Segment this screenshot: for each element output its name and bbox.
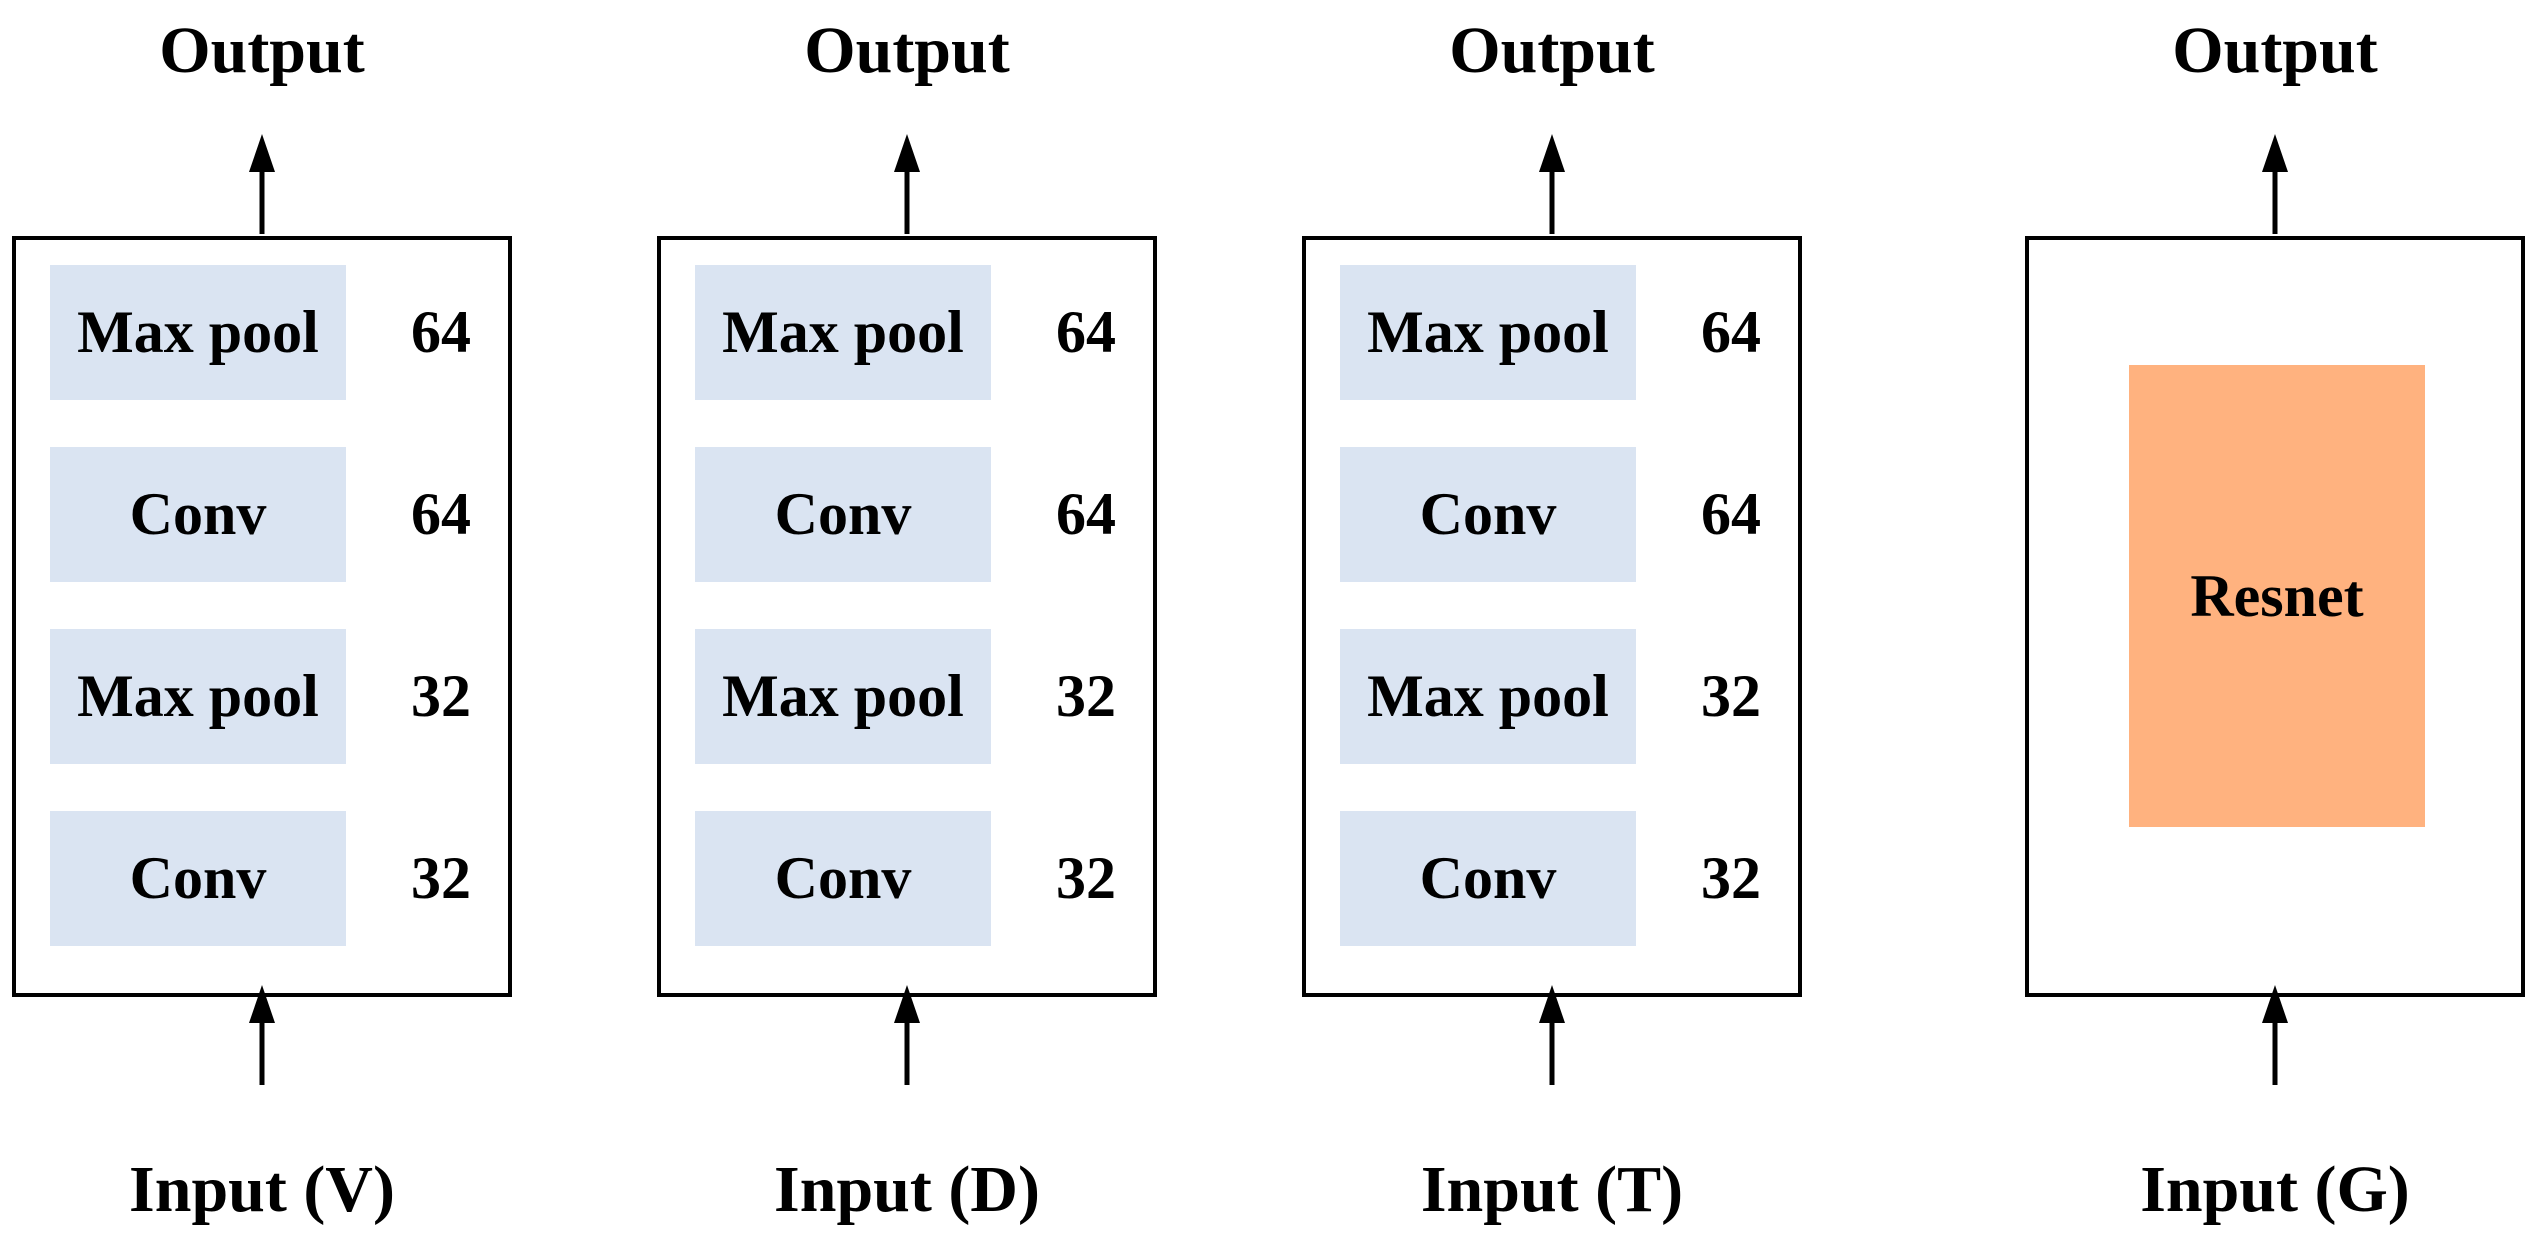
output-label: Output <box>159 14 365 87</box>
layer-size: 64 <box>411 299 471 365</box>
branch-frame: Max pool 64 Conv 64 Max pool 32 Conv 32 <box>1302 236 1802 997</box>
layer-size: 64 <box>1701 481 1761 547</box>
layer-conv: Conv <box>50 447 346 582</box>
branch-frame: Resnet <box>2025 236 2525 997</box>
layer-size: 32 <box>1056 663 1116 729</box>
output-label: Output <box>1449 14 1655 87</box>
input-arrow <box>2262 985 2288 1085</box>
output-arrow <box>1539 134 1565 234</box>
output-label: Output <box>804 14 1010 87</box>
layer-size: 32 <box>1701 845 1761 911</box>
layer-max-pool: Max pool <box>50 265 346 400</box>
branch-frame: Max pool 64 Conv 64 Max pool 32 Conv 32 <box>12 236 512 997</box>
layer-max-pool: Max pool <box>1340 265 1636 400</box>
layer-conv: Conv <box>1340 447 1636 582</box>
layer-conv: Conv <box>1340 811 1636 946</box>
layer-conv: Conv <box>695 447 991 582</box>
branch-t: Output Max pool 64 Conv 64 Max pool 32 C… <box>1302 0 1802 1241</box>
resnet-block: Resnet <box>2129 365 2425 827</box>
layer-conv: Conv <box>695 811 991 946</box>
output-arrow <box>249 134 275 234</box>
layer-max-pool: Max pool <box>50 629 346 764</box>
branch-frame: Max pool 64 Conv 64 Max pool 32 Conv 32 <box>657 236 1157 997</box>
layer-size: 64 <box>411 481 471 547</box>
input-label: Input (T) <box>1420 1153 1684 1226</box>
layer-size: 32 <box>1701 663 1761 729</box>
branch-v: Output Max pool 64 Conv 64 Max pool 32 C… <box>12 0 512 1241</box>
input-label: Input (D) <box>774 1153 1040 1226</box>
layer-size: 32 <box>411 845 471 911</box>
layer-size: 64 <box>1701 299 1761 365</box>
input-arrow <box>1539 985 1565 1085</box>
input-label: Input (V) <box>129 1153 395 1226</box>
input-label: Input (G) <box>2140 1153 2410 1226</box>
layer-conv: Conv <box>50 811 346 946</box>
layer-max-pool: Max pool <box>695 629 991 764</box>
output-arrow <box>2262 134 2288 234</box>
branch-g: Output Resnet Input (G) <box>2025 0 2525 1241</box>
layer-max-pool: Max pool <box>1340 629 1636 764</box>
input-arrow <box>249 985 275 1085</box>
output-arrow <box>894 134 920 234</box>
layer-max-pool: Max pool <box>695 265 991 400</box>
layer-size: 64 <box>1056 481 1116 547</box>
input-arrow <box>894 985 920 1085</box>
layer-size: 32 <box>411 663 471 729</box>
branch-d: Output Max pool 64 Conv 64 Max pool 32 C… <box>657 0 1157 1241</box>
layer-size: 32 <box>1056 845 1116 911</box>
output-label: Output <box>2172 14 2378 87</box>
layer-size: 64 <box>1056 299 1116 365</box>
